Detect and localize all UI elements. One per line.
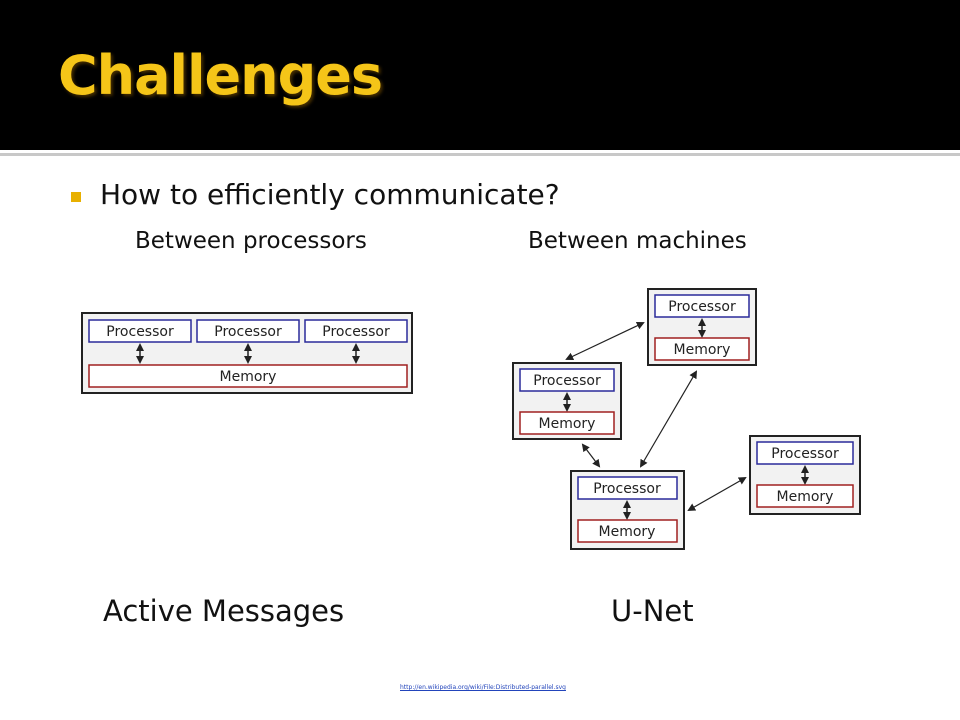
label-u-net: U-Net: [611, 594, 694, 628]
title-divider-shadow: [0, 153, 960, 156]
processor-box: Processor: [88, 319, 192, 343]
network-link-arrow: [687, 477, 747, 511]
bullet-text: How to efficiently communicate?: [100, 178, 560, 211]
memory-label: Memory: [599, 524, 656, 540]
label-active-messages: Active Messages: [103, 594, 345, 628]
memory-box: Memory: [88, 364, 408, 388]
processor-label: Processor: [668, 299, 736, 315]
machine-node: Processor Memory: [512, 362, 622, 440]
processor-label: Processor: [214, 324, 282, 340]
source-link[interactable]: http://en.wikipedia.org/wiki/File:Distri…: [400, 684, 566, 691]
memory-label: Memory: [777, 489, 834, 505]
processor-label: Processor: [771, 446, 839, 462]
machine-node: Processor Memory: [570, 470, 685, 550]
slide-title: Challenges: [58, 44, 383, 107]
title-divider: [0, 150, 960, 153]
processor-label: Processor: [322, 324, 390, 340]
processor-box: Processor: [304, 319, 408, 343]
network-link-arrow: [581, 443, 601, 468]
memory-label: Memory: [539, 416, 596, 432]
machine-node: Processor Memory: [647, 288, 757, 366]
processor-label: Processor: [533, 373, 601, 389]
processor-label: Processor: [106, 324, 174, 340]
subheading-processors: Between processors: [135, 228, 367, 254]
title-bar: [0, 0, 960, 150]
processor-label: Processor: [593, 481, 661, 497]
shared-memory-diagram: Processor Processor Processor Memory: [81, 312, 413, 394]
distributed-diagram: Processor Memory Processor Memory Proces…: [512, 288, 861, 550]
bullet-square-icon: [71, 192, 81, 202]
network-link-arrow: [639, 370, 698, 468]
processor-box: Processor: [196, 319, 300, 343]
memory-label: Memory: [674, 342, 731, 358]
subheading-machines: Between machines: [528, 228, 747, 254]
machine-node: Processor Memory: [749, 435, 861, 515]
memory-label: Memory: [220, 369, 277, 385]
network-link-arrow: [565, 321, 645, 361]
